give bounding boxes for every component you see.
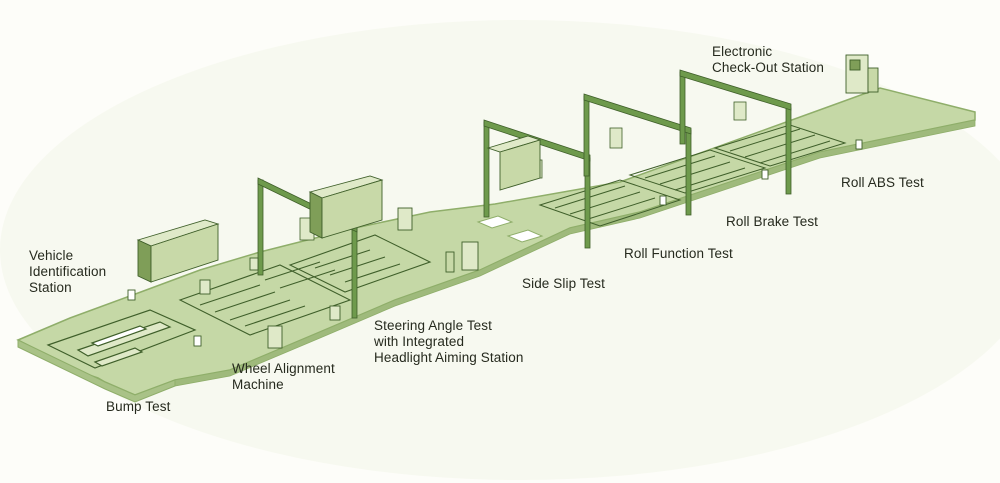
floor-strip (16, 87, 976, 403)
label-side-slip-test: Side Slip Test (522, 276, 605, 291)
label-vehicle-identification-station: Vehicle Identification Station (29, 248, 107, 295)
label-steering-angle-test: Steering Angle Test with Integrated Head… (374, 318, 524, 365)
gantries (257, 69, 792, 319)
label-roll-function-test: Roll Function Test (624, 246, 733, 261)
bump-test-pad (46, 309, 197, 369)
wheel-alignment-pad (178, 261, 352, 336)
label-roll-abs-test: Roll ABS Test (841, 175, 924, 190)
label-bump-test: Bump Test (106, 399, 171, 414)
label-wheel-alignment-machine: Wheel Alignment Machine (232, 361, 335, 392)
label-roll-brake-test: Roll Brake Test (726, 214, 819, 229)
label-electronic-checkout-station: Electronic Check-Out Station (712, 44, 825, 75)
equipment-blocks (127, 54, 879, 349)
side-slip-plates (476, 215, 544, 243)
